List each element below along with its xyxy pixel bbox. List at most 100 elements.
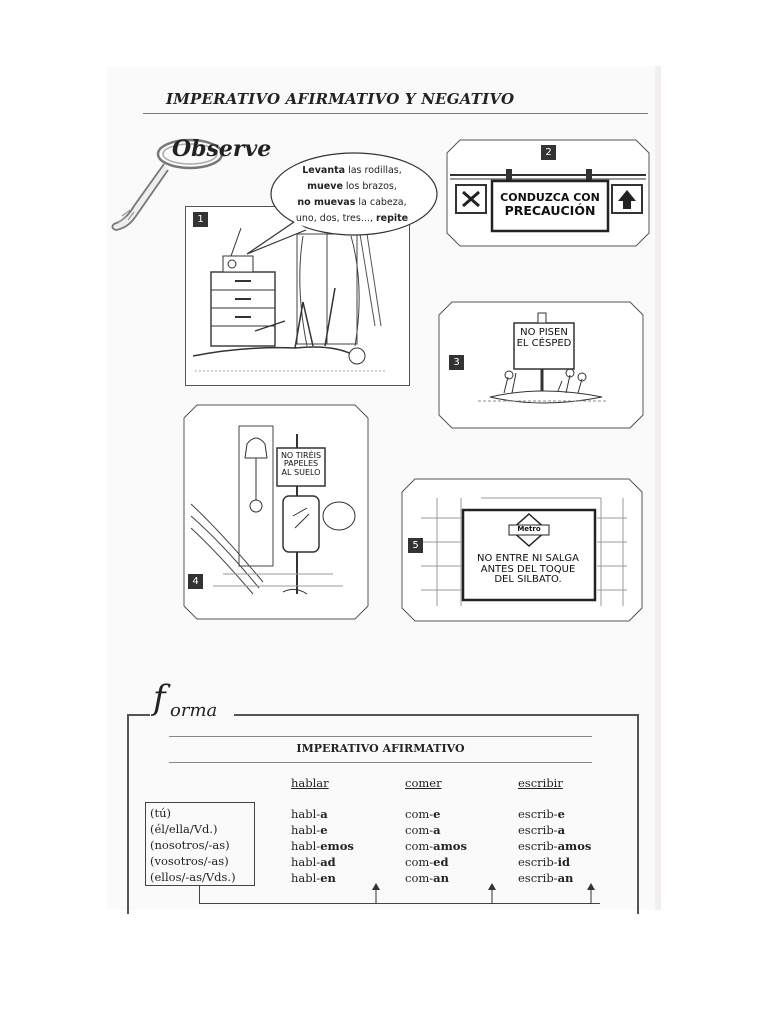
- arrow-up-icon: [486, 882, 498, 904]
- sign-3-text: NO PISEN EL CÉSPED: [516, 327, 572, 349]
- conjugation: habl-ad: [291, 854, 354, 870]
- sign-5-line-2: ANTES DEL TOQUE: [480, 563, 576, 575]
- conjugation: escrib-id: [518, 854, 591, 870]
- conjugation: com-a: [405, 822, 467, 838]
- verb-stem: escrib-: [518, 855, 558, 869]
- conjugation: escrib-a: [518, 822, 591, 838]
- conjugation: escrib-an: [518, 870, 591, 886]
- verb-stem: habl-: [291, 871, 321, 885]
- verb-ending: e: [433, 807, 441, 821]
- sign-5-line-3: DEL SILBATO.: [494, 574, 562, 585]
- panel-5-metro-sign: [401, 478, 643, 622]
- verb-stem: escrib-: [518, 871, 558, 885]
- table-heading: IMPERATIVO AFIRMATIVO: [296, 742, 465, 755]
- sign-4-line-1: NO TIRÉIS: [280, 451, 322, 460]
- arrow-up-icon: [370, 882, 382, 904]
- sign-5-logo: Metro: [517, 525, 541, 533]
- verb-ending: ed: [433, 855, 449, 869]
- verb-ending: en: [320, 871, 336, 885]
- forma-frame: [127, 714, 639, 914]
- comer-conjugations: com-e com-a com-amos com-ed com-an: [405, 806, 467, 886]
- verb-ending: a: [320, 807, 328, 821]
- table-top-rule: [169, 736, 592, 737]
- conjugation: com-an: [405, 870, 467, 886]
- title-rule: [143, 113, 648, 114]
- sign-4-line-2: PAPELES: [283, 459, 319, 469]
- verb-stem: habl-: [291, 807, 321, 821]
- verb-ending: e: [320, 823, 328, 837]
- connector-line: [200, 903, 600, 904]
- forma-initial: f: [153, 678, 166, 718]
- pronoun-box: (tú) (él/ella/Vd.) (nosotros/-as) (vosot…: [145, 802, 255, 886]
- verb-ending: emos: [320, 839, 354, 853]
- pronoun-tu: (tú): [150, 806, 172, 820]
- verb-stem: habl-: [291, 855, 321, 869]
- observe-label: Observe: [172, 136, 272, 162]
- panel-1-number: 1: [193, 212, 208, 227]
- verb-ending: id: [557, 855, 570, 869]
- conjugation: com-amos: [405, 838, 467, 854]
- verb-stem: com-: [405, 871, 434, 885]
- bubble-rest-1: las rodillas,: [345, 165, 402, 176]
- column-hablar: hablar: [291, 776, 329, 790]
- forma-frame-gap: [150, 710, 234, 720]
- panel-3-grass-sign: [438, 301, 644, 429]
- page-title: IMPERATIVO AFIRMATIVO Y NEGATIVO: [166, 90, 515, 108]
- bubble-verb-3: no muevas: [297, 197, 356, 208]
- verb-ending: amos: [433, 839, 467, 853]
- verb-stem: com-: [405, 823, 434, 837]
- verb-stem: com-: [405, 855, 434, 869]
- verb-stem: habl-: [291, 823, 321, 837]
- conjugation: habl-a: [291, 806, 354, 822]
- column-escribir: escribir: [518, 776, 563, 790]
- conjugation: escrib-amos: [518, 838, 591, 854]
- bubble-rest-4: uno, dos, tres...,: [295, 213, 376, 224]
- pronoun-ellos: (ellos/-as/Vds.): [150, 870, 236, 884]
- panel-4-litter-sign: [183, 404, 369, 620]
- sign-5-text: NO ENTRE NI SALGA ANTES DEL TOQUE DEL SI…: [466, 553, 590, 586]
- arrow-up-icon: [585, 882, 597, 904]
- bubble-verb-2: mueve: [307, 181, 343, 192]
- verb-stem: escrib-: [518, 823, 558, 837]
- speech-bubble: [244, 152, 439, 256]
- speech-bubble-text: Levanta las rodillas, mueve los brazos, …: [282, 163, 422, 227]
- forma-label: orma: [170, 700, 218, 721]
- panel-2-number: 2: [541, 145, 556, 160]
- panel-5-number: 5: [408, 538, 423, 553]
- hablar-conjugations: habl-a habl-e habl-emos habl-ad habl-en: [291, 806, 354, 886]
- conjugation: habl-en: [291, 870, 354, 886]
- pronoun-el: (él/ella/Vd.): [150, 822, 218, 836]
- verb-ending: e: [557, 807, 565, 821]
- connector-tick: [199, 886, 200, 904]
- bubble-verb-4: repite: [375, 213, 409, 224]
- sign-2-line-1: CONDUZCA CON: [500, 191, 600, 204]
- verb-stem: com-: [405, 807, 434, 821]
- panel-1-exercise: [185, 206, 410, 386]
- column-comer: comer: [405, 776, 442, 790]
- conjugation: escrib-e: [518, 806, 591, 822]
- sign-4-text: NO TIRÉIS PAPELES AL SUELO: [278, 451, 324, 477]
- sign-3-line-2: EL CÉSPED: [516, 337, 572, 349]
- table-heading-rule: [169, 762, 592, 763]
- pronoun-vosotros: (vosotros/-as): [150, 854, 229, 868]
- verb-stem: escrib-: [518, 839, 558, 853]
- sign-4-line-3: AL SUELO: [281, 467, 321, 477]
- bubble-rest-3: la cabeza,: [355, 197, 407, 208]
- page-edge: [655, 66, 661, 910]
- conjugation: habl-emos: [291, 838, 354, 854]
- verb-ending: a: [557, 823, 566, 837]
- conjugation: habl-e: [291, 822, 354, 838]
- verb-ending: amos: [557, 839, 592, 853]
- sign-2-line-2: PRECAUCIÓN: [504, 202, 596, 218]
- verb-stem: com-: [405, 839, 434, 853]
- pronoun-nosotros: (nosotros/-as): [150, 838, 230, 852]
- panel-4-number: 4: [188, 574, 203, 589]
- sign-2-text: CONDUZCA CON PRECAUCIÓN: [496, 192, 604, 217]
- conjugation: com-e: [405, 806, 467, 822]
- verb-ending: a: [433, 823, 441, 837]
- verb-ending: an: [557, 871, 574, 885]
- magnifying-glass-icon: [106, 128, 266, 238]
- verb-ending: an: [433, 871, 449, 885]
- bubble-verb-1: Levanta: [302, 165, 346, 176]
- escribir-conjugations: escrib-e escrib-a escrib-amos escrib-id …: [518, 806, 591, 886]
